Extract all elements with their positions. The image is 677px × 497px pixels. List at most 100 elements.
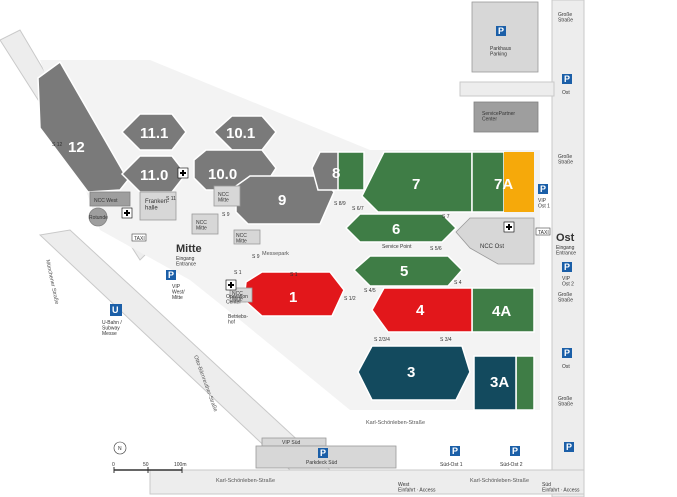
first-aid-icons bbox=[121, 167, 515, 291]
hall-10-0-label: 10.0 bbox=[208, 166, 237, 183]
franken-halle-building[interactable] bbox=[139, 191, 177, 221]
ncc-ost-building[interactable] bbox=[455, 217, 535, 265]
parking-vip-west-text: P bbox=[168, 270, 174, 280]
red-halls: 1 4 bbox=[243, 271, 473, 333]
karl-a-label: Karl-Schönleben-Straße bbox=[216, 478, 275, 484]
parking-sued-ost1-icon[interactable] bbox=[450, 446, 460, 456]
vip-sued-label: VIP Süd bbox=[282, 440, 300, 446]
ncc-mitte-d[interactable] bbox=[229, 287, 253, 303]
parking-ost-icon[interactable] bbox=[562, 74, 572, 84]
otto-baernreuther-road bbox=[38, 229, 332, 471]
hall-5[interactable] bbox=[352, 255, 464, 287]
passage-s4: S 4 bbox=[454, 280, 462, 286]
parking-ost-b-icon[interactable] bbox=[562, 348, 572, 358]
parkhaus-building[interactable] bbox=[471, 1, 539, 73]
parking-vip-west-icon[interactable] bbox=[166, 270, 176, 280]
ncc-west-label: NCC West bbox=[94, 198, 118, 204]
hall-6[interactable] bbox=[344, 213, 458, 243]
parking-sued-ost2-text: P bbox=[512, 446, 518, 456]
passage-s45: S 4/5 bbox=[364, 288, 376, 294]
passage-s9b: S 9 bbox=[252, 254, 260, 260]
hall-7a-green bbox=[471, 151, 505, 213]
hall-4a[interactable] bbox=[471, 287, 535, 333]
parking-vip-ost1-text: P bbox=[540, 184, 546, 194]
hall-10-1-label: 10.1 bbox=[226, 125, 255, 142]
ncc-mitte-b[interactable] bbox=[213, 185, 241, 207]
ncc-mitte-c[interactable] bbox=[233, 229, 261, 245]
hall-1[interactable] bbox=[243, 271, 345, 317]
hall-9[interactable] bbox=[235, 175, 335, 225]
hall-7-label: 7 bbox=[412, 176, 420, 193]
hall-12[interactable] bbox=[37, 60, 129, 193]
parking-vip-ost1-icon[interactable] bbox=[538, 184, 548, 194]
hall-3a[interactable] bbox=[473, 355, 517, 411]
parkdeck-sued-label: Parkdeck Süd bbox=[306, 460, 337, 466]
ncc-west-building[interactable] bbox=[89, 191, 131, 207]
parking-south-east-icon[interactable] bbox=[564, 442, 574, 452]
passage-labels: S 12 S 11 S 9 S 8/9 S 6/7 S 7 S 5/6 S 4 … bbox=[52, 142, 462, 343]
ncc-ost-label: NCC Ost bbox=[480, 244, 504, 250]
grey-halls: 12 11.1 11.0 10.1 10.0 9 8 bbox=[37, 60, 365, 225]
franken-halle-label: Franken-halle bbox=[145, 199, 169, 212]
betriebshof-label: Betriebs-hof bbox=[228, 314, 248, 326]
parkhaus-p-icon[interactable] bbox=[496, 26, 506, 36]
parking-vip-ost2-text: P bbox=[564, 262, 570, 272]
hall-5-label: 5 bbox=[400, 263, 408, 280]
hall-11-1-label: 11.1 bbox=[140, 125, 168, 142]
parking-sued-ost2-label: Süd-Ost 2 bbox=[500, 462, 523, 468]
scale-fifty: 50 bbox=[143, 462, 149, 468]
service-partner-center[interactable] bbox=[473, 101, 539, 133]
parking-sued-ost2-icon[interactable] bbox=[510, 446, 520, 456]
karl-c-label: Karl-Schönleben-Straße bbox=[366, 420, 425, 426]
parking-vip-ost2-icon[interactable] bbox=[562, 262, 572, 272]
hall-8-green-part bbox=[337, 151, 365, 191]
hall-8-label: 8 bbox=[332, 165, 340, 182]
hall-4[interactable] bbox=[371, 287, 473, 333]
passage-s34: S 3/4 bbox=[440, 337, 452, 343]
rotunde-building[interactable] bbox=[88, 207, 108, 227]
navy-halls: 3 3A bbox=[357, 345, 517, 411]
scale-zero: 0 bbox=[112, 462, 115, 468]
passage-s12b: S 1/2 bbox=[344, 296, 356, 302]
passage-s1b: S 1 bbox=[234, 270, 242, 276]
passage-s12: S 12 bbox=[52, 142, 63, 148]
hall-11-1[interactable] bbox=[120, 113, 187, 151]
passage-s234: S 2/3/4 bbox=[374, 337, 390, 343]
hall-3a-green-part bbox=[515, 355, 535, 411]
green-halls: 7 7A 6 5 4A bbox=[344, 151, 535, 411]
ubahn-symbol: U bbox=[112, 305, 119, 315]
taxi-east-icon bbox=[535, 227, 551, 236]
hall-12-label: 12 bbox=[68, 139, 85, 156]
hall-1-label: 1 bbox=[289, 289, 297, 306]
taxi-east-label: TAXI bbox=[538, 230, 549, 236]
parking-ost-text: P bbox=[564, 74, 570, 84]
parking-parkdeck-icon[interactable] bbox=[318, 448, 328, 458]
mitte-entrance-title: Mitte bbox=[176, 243, 202, 255]
parking-ost-b-text: P bbox=[564, 348, 570, 358]
parking-south-east-text: P bbox=[566, 442, 572, 452]
ubahn-icon[interactable] bbox=[110, 304, 122, 316]
ncc-mitte-a[interactable] bbox=[191, 213, 219, 235]
hall-3[interactable] bbox=[357, 345, 471, 401]
passage-s56: S 5/6 bbox=[430, 246, 442, 252]
passage-s1: S 1 bbox=[290, 272, 298, 278]
parking-sued-ost1-label: Süd-Ost 1 bbox=[440, 462, 463, 468]
messepark-label: Messepark bbox=[262, 251, 289, 257]
